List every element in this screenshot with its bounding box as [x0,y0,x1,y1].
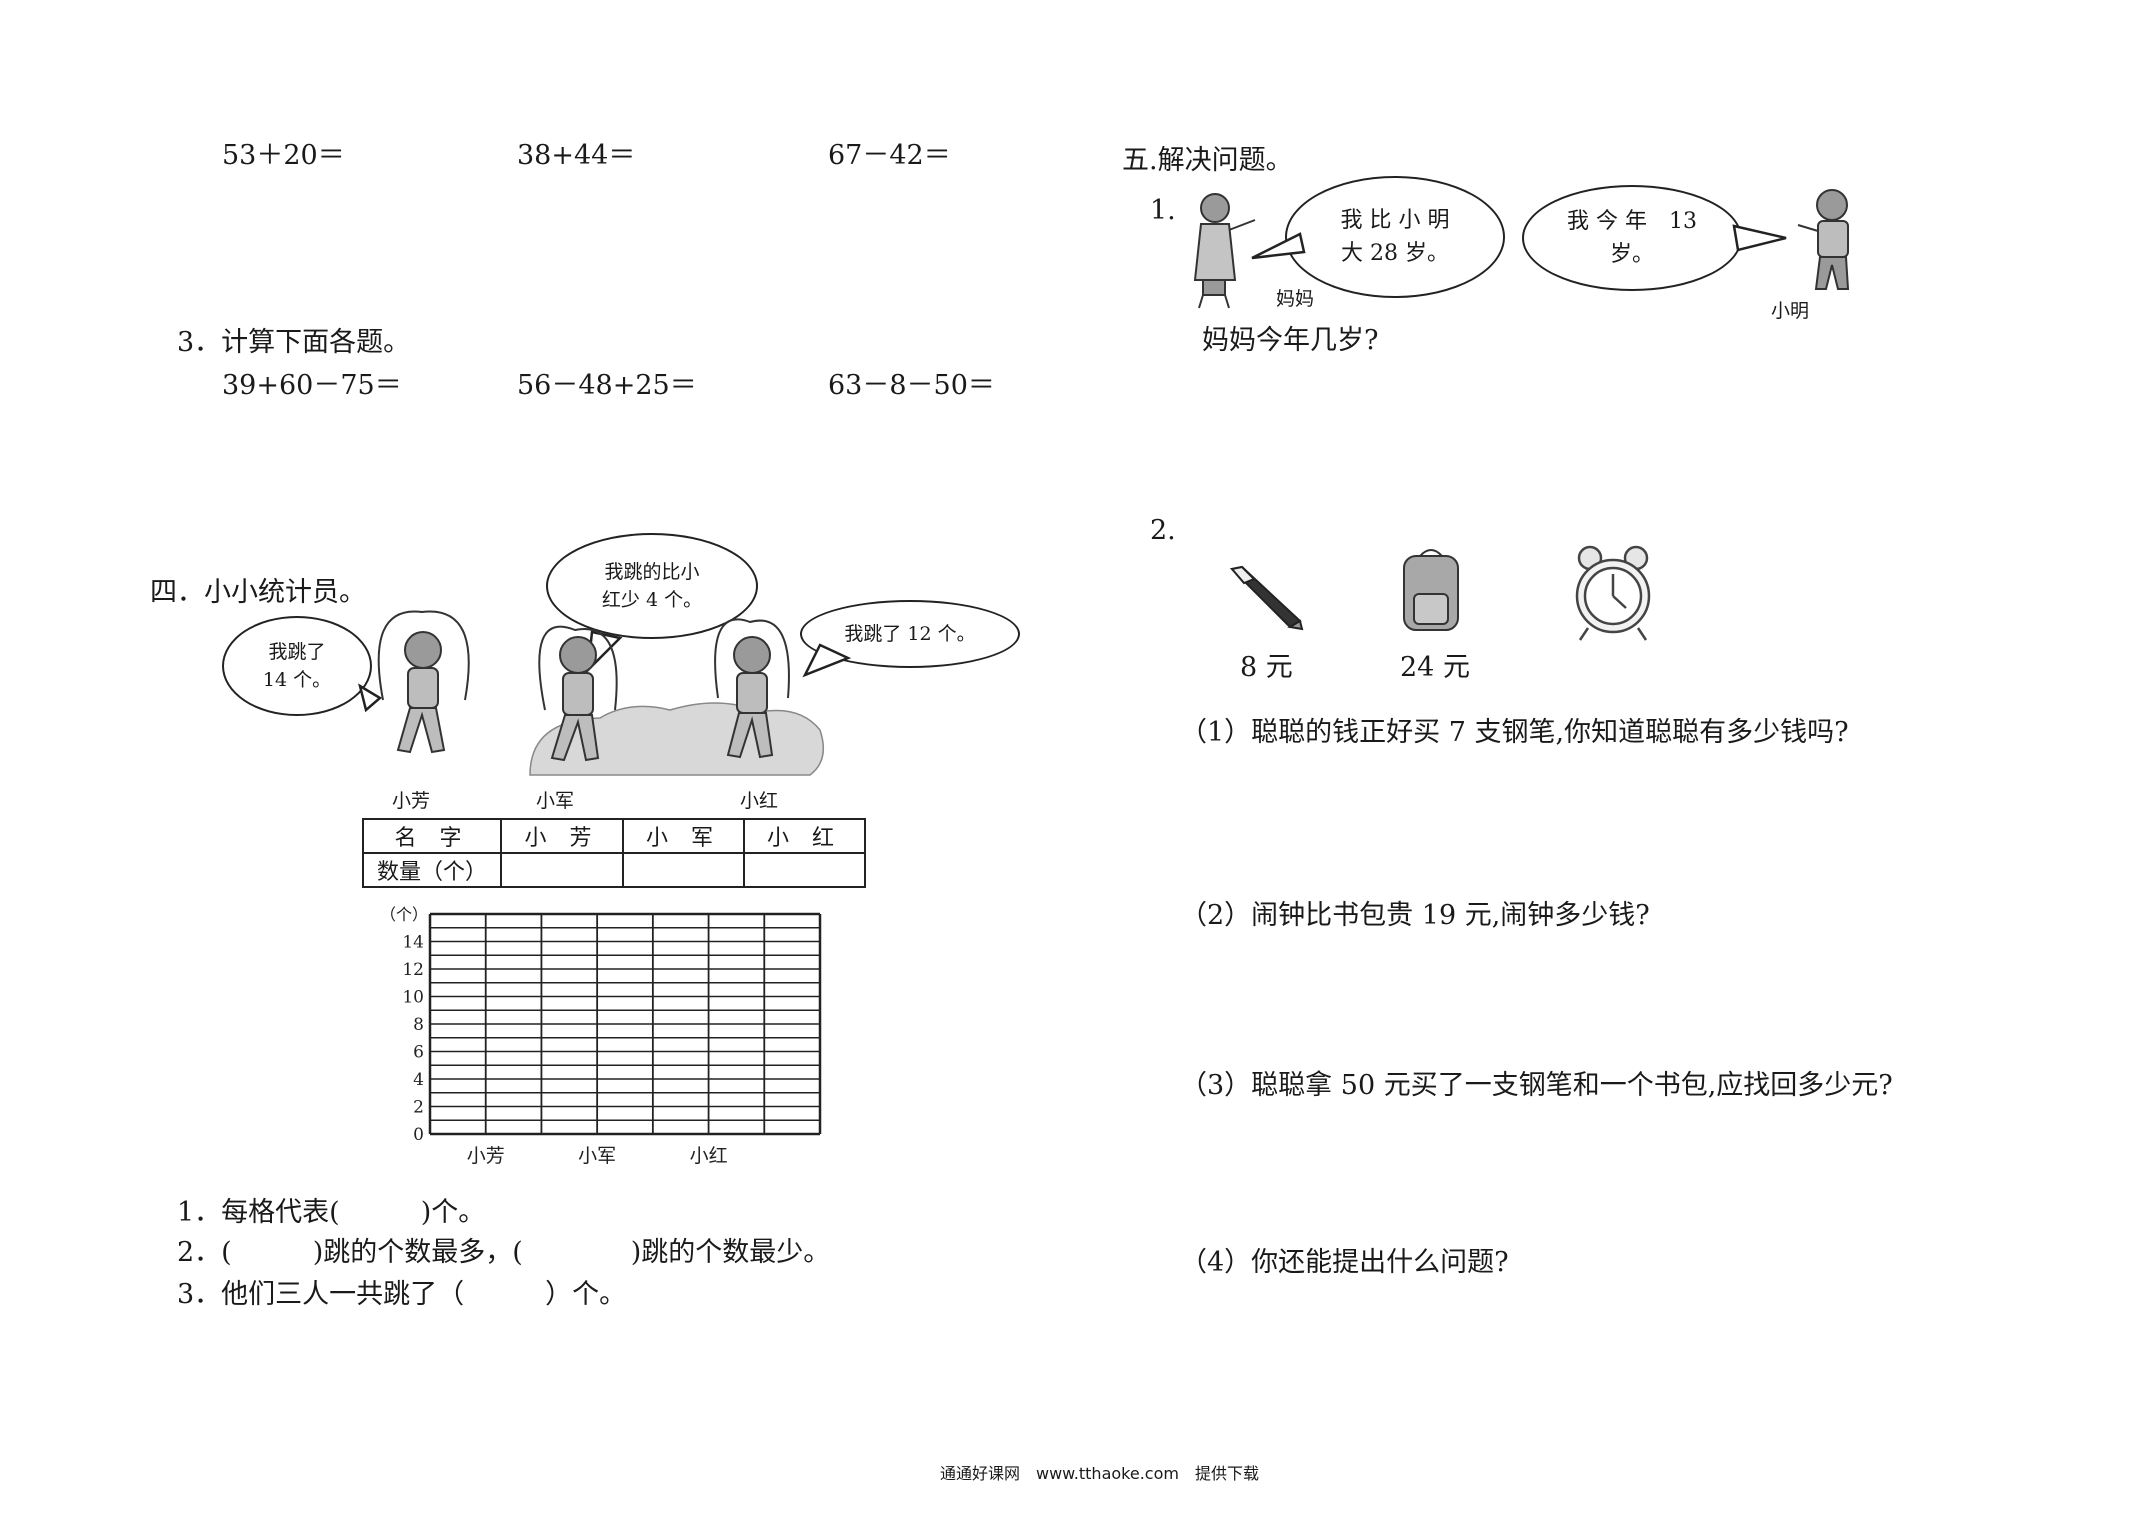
equation-6: 63－8－50＝ [828,370,995,401]
chart-y-tick-label: 10 [402,988,424,1008]
bubble-xiaofang-line2: 14 个。 [262,669,332,691]
section-4-title: 四．小小统计员。 [150,577,366,608]
table-row: 数量（个） [362,852,866,888]
bubble-xiaojun-line2: 红少 4 个。 [601,589,703,611]
problem-2-question-1: （1）聪聪的钱正好买 7 支钢笔,你知道聪聪有多少钱吗? [1180,717,1849,748]
kid-label-xiaojun: 小军 [536,790,575,812]
section-5-title: 五.解决问题。 [1122,145,1293,176]
stat-question-3: 3．他们三人一共跳了（ ）个。 [177,1279,627,1310]
footer-credit: 通通好课网 www.tthaoke.com 提供下载 [940,1464,1259,1483]
problem-2-number: 2. [1150,515,1176,546]
bubble-xiaofang: 我跳了 14 个。 [222,616,372,716]
table-cell: 小 芳 [500,818,624,854]
bubble-xiaofang-line1: 我跳了 [268,640,326,663]
kid-label-xiaofang: 小芳 [392,790,431,812]
bubble-xiaohong: 我跳了 12 个。 [800,600,1020,668]
table-row: 名 字 小 芳 小 军 小 红 [362,818,866,854]
chart-y-tick-label: 14 [402,933,424,953]
problem-1-number: 1. [1150,195,1176,226]
problem-2-question-3: （3）聪聪拿 50 元买了一支钢笔和一个书包,应找回多少元? [1180,1070,1893,1101]
chart-y-tick-label: 8 [413,1015,424,1035]
table-cell-empty[interactable] [622,852,745,888]
table-cell: 名 字 [362,818,502,854]
table-cell: 小 军 [622,818,745,854]
equation-2: 38+44＝ [517,140,636,171]
chart-y-tick-label: 6 [413,1043,424,1063]
bubble-mom-line1: 我 比 小 明 [1340,208,1450,233]
equation-1: 53＋20＝ [222,140,345,171]
chart-y-tick-label: 2 [413,1098,424,1118]
bubble-xiaoming-line2: 岁。 [1609,242,1654,267]
bubble-xiaoming: 我 今 年 13 岁。 [1522,185,1742,291]
bubble-xiaoming-line1: 我 今 年 13 [1567,209,1697,234]
xiaoming-label: 小明 [1771,300,1810,322]
bubble-mom: 我 比 小 明大 28 岁。 [1285,176,1505,298]
problem-2-question-4: （4）你还能提出什么问题? [1180,1247,1509,1278]
problem-1-question: 妈妈今年几岁? [1202,325,1379,356]
stat-question-1: 1．每格代表( )个。 [177,1197,486,1228]
bubble-mom-tail [1251,232,1306,260]
chart-category-label: 小红 [690,1145,728,1167]
table-cell: 数量（个） [362,852,502,888]
question-3-title: 3．计算下面各题。 [177,327,411,358]
backpack-icon [1403,549,1459,631]
equation-3: 67－42＝ [828,140,951,171]
bubble-xiaojun-line1: 我跳的比小 [604,560,700,583]
chart-category-label: 小芳 [467,1145,505,1167]
bubble-mom-line2: 大 28 岁。 [1341,241,1449,266]
chart-y-tick-label: 12 [402,960,424,980]
mom-figure [1193,193,1256,309]
bubble-xiaoming-tail [1732,224,1787,252]
chart-y-axis-label: （个） [380,905,428,924]
chart-y-tick-label: 4 [413,1070,424,1090]
bubble-xiaohong-text: 我跳了 12 个。 [844,622,976,645]
pen-price: 8 元 [1240,652,1293,683]
equation-5: 56－48+25＝ [517,370,697,401]
stat-question-2: 2．( )跳的个数最多，( )跳的个数最少。 [177,1237,831,1268]
table-cell-empty[interactable] [500,852,624,888]
bubble-xiaojun: 我跳的比小红少 4 个。 [546,533,758,639]
chart-y-tick-label: 0 [413,1125,424,1145]
problem-2-question-2: （2）闹钟比书包贵 19 元,闹钟多少钱? [1180,900,1650,931]
pen-icon [1229,565,1304,631]
jump-rope-illustration [358,610,852,776]
kid-label-xiaohong: 小红 [740,790,779,812]
backpack-price: 24 元 [1400,652,1470,683]
jump-count-table: 名 字 小 芳 小 军 小 红 数量（个） [362,818,866,888]
equation-4: 39+60－75＝ [222,370,402,401]
xiaoming-figure [1797,189,1850,290]
alarm-clock-icon [1575,545,1651,641]
mom-label: 妈妈 [1276,288,1315,310]
bar-chart: 0 2 4 6 8 10 12 14 （个） 小芳 小军 小红 [380,905,822,1167]
table-cell: 小 红 [743,818,866,854]
chart-category-label: 小军 [578,1145,616,1167]
table-cell-empty[interactable] [743,852,866,888]
